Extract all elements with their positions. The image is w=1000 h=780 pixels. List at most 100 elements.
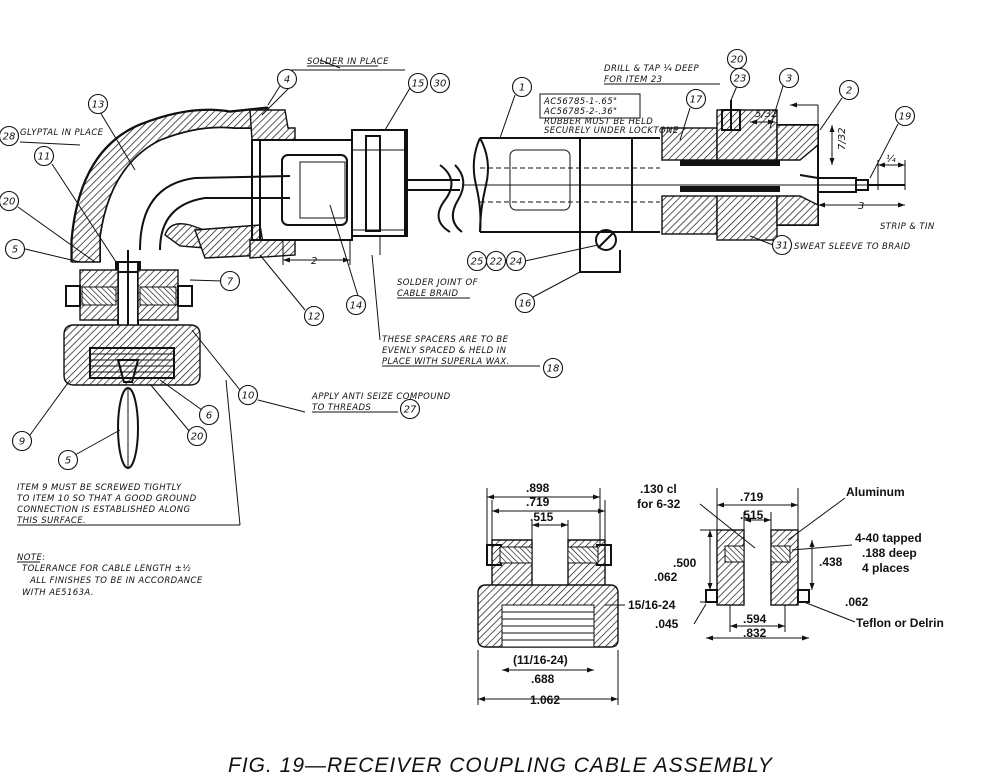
item-balloon: 27 [399,398,421,420]
dim-right-aluminum: Aluminum [846,485,905,499]
item-balloon-number: 5 [65,456,71,467]
item-balloon-number: 7 [227,277,234,288]
item-balloon-number: 2 [846,86,852,97]
item-balloon: 20 [0,190,20,212]
item-balloon: 2 [838,79,860,101]
dim-right-500: .500 [673,556,697,570]
item-balloon-number: 31 [776,241,789,252]
dim-right-515: .515 [740,508,764,522]
item-balloon: 1 [511,76,533,98]
dim-right-045: .045 [655,617,679,631]
item-balloon-number: 6 [206,411,212,422]
item-balloon: 9 [11,430,33,452]
item-balloon-number: 30 [434,79,447,90]
dim-left-898: .898 [526,481,550,495]
item-balloon-number: 12 [308,312,321,323]
item-balloon-number: 27 [404,405,417,416]
item-balloon: 11 [33,145,55,167]
item-balloon-number: 13 [92,100,105,111]
dim-right-062b: .062 [845,595,869,609]
item-balloon-number: 15 [412,79,425,90]
dim-right-tap-1: 4-40 tapped [855,531,922,545]
item-balloon-number: 24 [510,257,523,268]
note-ac-2: AC56785-2-.36" [543,107,617,117]
note-drill-tap-1: DRILL & TAP ¼ DEEP [604,64,700,74]
note-antiseize-1: APPLY ANTI SEIZE COMPOUND [311,392,451,402]
item-balloon-number: 16 [519,299,532,310]
item-balloon-number: 4 [284,75,290,86]
dim-right-tap-3: 4 places [862,561,910,575]
note-strip-tin: STRIP & TIN [880,222,935,232]
note-sweat-sleeve: SWEAT SLEEVE TO BRAID [794,242,911,252]
dim-quarter: ¼ [886,153,896,165]
note-antiseize-2: TO THREADS [312,403,371,413]
item-balloon-number: 3 [786,74,792,85]
note-spacers-3: PLACE WITH SUPERLA WAX. [382,357,510,367]
item-balloon: 3 [778,67,800,89]
item-balloon-number: 28 [3,132,16,143]
note-line-2: ALL FINISHES TO BE IN ACCORDANCE [29,576,203,586]
note-label: NOTE: [17,553,45,563]
item-balloon-number: 20 [3,197,16,208]
item-balloon: 25 [466,250,488,272]
item-balloon: 17 [685,88,707,110]
elbow-assembly: 2 3 ¼ 5/32 7/32 [63,100,906,469]
item-balloon: 14 [345,294,367,316]
item-balloon-number: 9 [19,437,25,448]
note-solder-joint-2: CABLE BRAID [397,289,458,299]
dim-right-062a: .062 [654,570,678,584]
figure-caption: FIG. 19—RECEIVER COUPLING CABLE ASSEMBLY [228,754,774,777]
drawing-notes: SOLDER IN PLACE GLYPTAL IN PLACE DRILL &… [17,57,935,598]
dim-right-438: .438 [819,555,843,569]
note-rubber-2: SECURELY UNDER LOCKTONE [544,126,679,136]
note-item9-1: ITEM 9 MUST BE SCREWED TIGHTLY [17,483,182,493]
note-ac-1: AC56785-1-.65" [543,97,617,107]
note-spacers-1: THESE SPACERS ARE TO BE [382,335,509,345]
item-balloon-number: 22 [490,257,503,268]
note-spacers-2: EVENLY SPACED & HELD IN [382,346,507,356]
item-balloon: 12 [303,305,325,327]
dim-left-thread-big: 15/16-24 [628,598,676,612]
item-balloon: 23 [729,67,751,89]
note-line-1: TOLERANCE FOR CABLE LENGTH ±½ [22,564,191,574]
dim-right-tap-2: .188 deep [862,546,917,560]
item-balloon: 31 [771,234,793,256]
item-balloon-number: 1 [519,83,525,94]
note-item9-4: THIS SURFACE. [17,516,86,526]
note-item9-2: TO ITEM 10 SO THAT A GOOD GROUND [17,494,197,504]
dim-right-teflon: Teflon or Delrin [856,616,944,630]
item-balloon: 15 [407,72,429,94]
item-balloon: 20 [186,425,208,447]
dim-left-515: .515 [530,510,554,524]
dim-frac-b: 7/32 [837,128,848,150]
item-balloon: 22 [485,250,507,272]
item-balloon-number: 23 [734,74,747,85]
dim-right-cl-2: for 6-32 [637,497,681,511]
item-balloon-number: 14 [350,301,363,312]
item-balloon: 13 [87,93,109,115]
item-balloon-number: 10 [242,391,255,402]
item-balloon: 5 [4,238,26,260]
note-glyptal: GLYPTAL IN PLACE [20,128,104,138]
item-balloon: 7 [219,270,241,292]
item-balloon-number: 25 [471,257,484,268]
item-balloon: 16 [514,292,536,314]
dim-frac-a: 5/32 [755,109,777,120]
dim-right-719: .719 [740,490,764,504]
dim-two-a: 2 [311,256,317,267]
dim-right-832: .832 [743,626,767,640]
dim-left-719: .719 [526,495,550,509]
item-balloon-number: 11 [38,152,51,163]
item-balloon: 18 [542,357,564,379]
dim-right-cl-1: .130 cl [640,482,677,496]
dim-left-1062: 1.062 [530,693,560,707]
note-line-3: WITH AE5163A. [22,588,94,598]
item-balloon: 24 [505,250,527,272]
dim-right-594: .594 [743,612,767,626]
item-balloon: 6 [198,404,220,426]
detail-right-section: .719 .515 .130 cl for 6-32 Aluminum 4-40… [637,482,944,641]
item-balloon: 20 [726,48,748,70]
item-balloon: 30 [429,72,451,94]
